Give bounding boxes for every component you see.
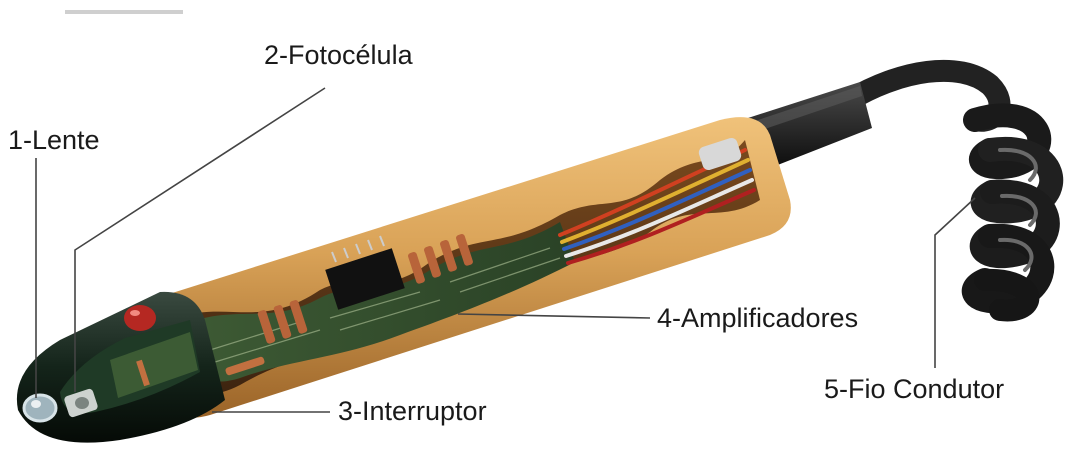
coiled-cable (850, 71, 1051, 311)
label-wire: 5-Fio Condutor (824, 376, 1004, 403)
top-strip (65, 10, 183, 14)
lens (24, 395, 56, 421)
label-amplifiers: 4-Amplificadores (657, 305, 858, 332)
indicator-led (124, 305, 156, 331)
label-photocell: 2-Fotocélula (264, 42, 413, 69)
label-switch: 3-Interruptor (338, 398, 487, 425)
label-lens: 1-Lente (8, 127, 100, 154)
